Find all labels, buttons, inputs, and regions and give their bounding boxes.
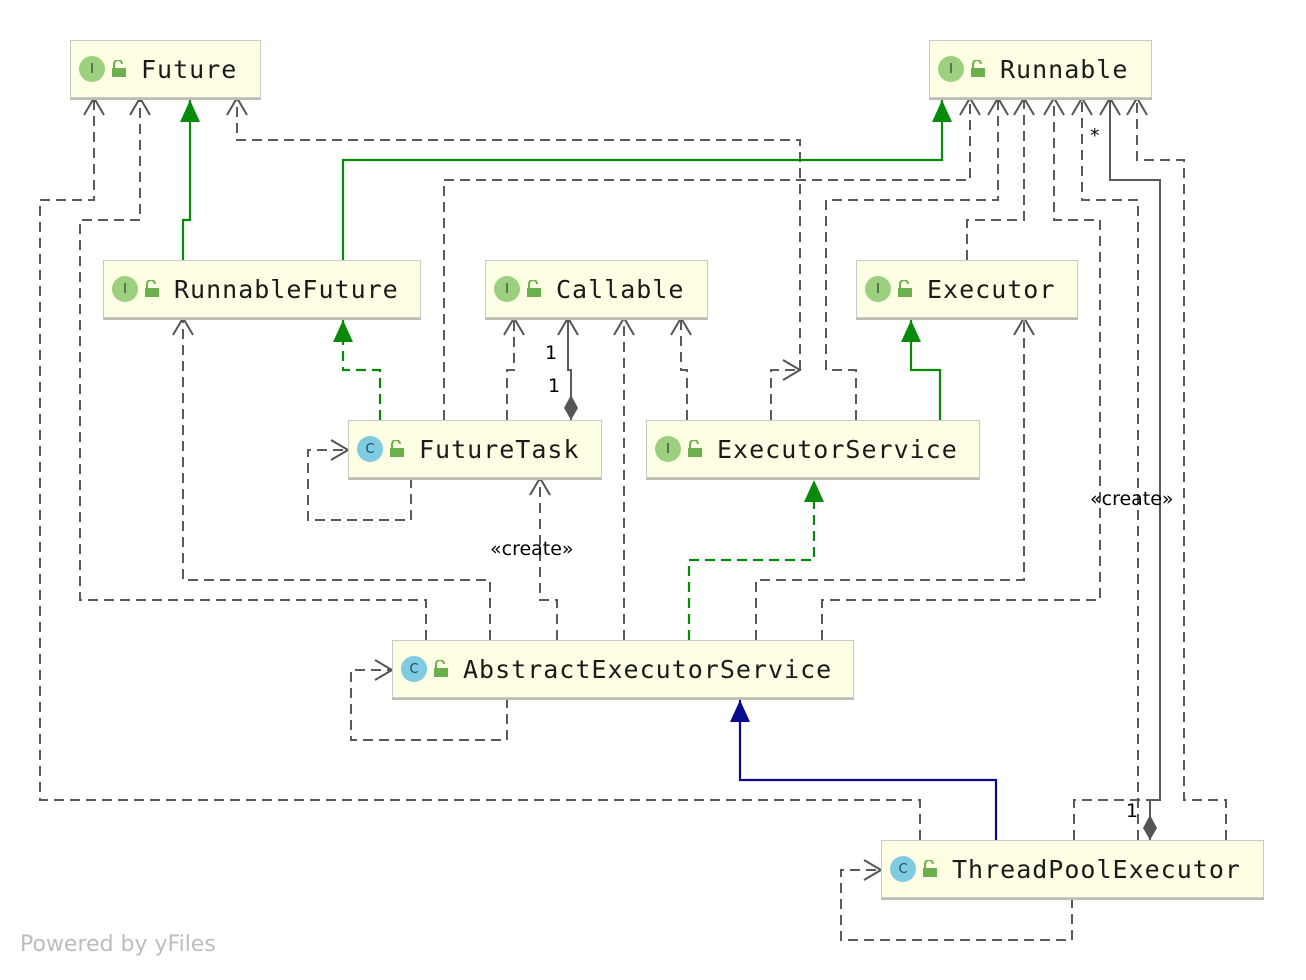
executor-service-node[interactable]: I ExecutorService bbox=[646, 420, 980, 478]
self-tpe bbox=[840, 859, 1073, 941]
node-name: ExecutorService bbox=[717, 434, 958, 464]
multiplicity-label: 1 bbox=[1126, 800, 1139, 822]
comp-ft-callable bbox=[557, 316, 579, 420]
multiplicity-label: 1 bbox=[545, 342, 558, 364]
dep-aes-runnablefuture bbox=[172, 316, 491, 640]
dep-tpe-side bbox=[1073, 799, 1150, 840]
node-name: AbstractExecutorService bbox=[463, 654, 833, 684]
impl-ft-runnablefuture bbox=[333, 320, 382, 420]
create-stereotype-label: «create» bbox=[1090, 488, 1174, 510]
dep-tpe-future bbox=[39, 96, 921, 840]
ext-runnablefuture-runnable bbox=[341, 100, 952, 260]
watermark: Powered by yFiles bbox=[20, 932, 216, 957]
node-name: Callable bbox=[556, 274, 685, 304]
public-lock-icon bbox=[434, 660, 448, 677]
impl-aes-executorservice bbox=[687, 480, 824, 640]
node-name: FutureTask bbox=[419, 434, 580, 464]
dep-es-runnable bbox=[825, 96, 1009, 420]
abstract-class-icon: C bbox=[401, 656, 427, 682]
public-lock-icon bbox=[688, 440, 702, 457]
node-name: Runnable bbox=[1000, 54, 1129, 84]
class-icon: C bbox=[357, 436, 383, 462]
dep-ft-runnable bbox=[443, 96, 981, 420]
dep-aes-futuretask bbox=[529, 476, 558, 640]
node-name: Executor bbox=[927, 274, 1056, 304]
self-aes bbox=[350, 659, 508, 741]
interface-icon: I bbox=[655, 436, 681, 462]
dep-aes-future bbox=[79, 96, 427, 640]
dep-tpe-runnable-b bbox=[1126, 96, 1227, 840]
dep-es-executor-via bbox=[770, 359, 802, 420]
interface-icon: I bbox=[938, 56, 964, 82]
interface-icon: I bbox=[79, 56, 105, 82]
runnable-future-node[interactable]: I RunnableFuture bbox=[103, 260, 421, 318]
dep-tpe-runnable-a bbox=[1071, 96, 1139, 840]
class-icon: C bbox=[890, 856, 916, 882]
future-node[interactable]: I Future bbox=[70, 40, 261, 98]
public-lock-icon bbox=[923, 860, 937, 877]
callable-node[interactable]: I Callable bbox=[485, 260, 708, 318]
interface-icon: I bbox=[494, 276, 520, 302]
public-lock-icon bbox=[112, 60, 126, 77]
multiplicity-label: 1 bbox=[548, 375, 561, 397]
dep-es-future bbox=[226, 96, 801, 370]
multiplicity-label: * bbox=[1090, 125, 1100, 147]
node-name: RunnableFuture bbox=[174, 274, 399, 304]
public-lock-icon bbox=[971, 60, 985, 77]
dep-aes-runnable bbox=[821, 96, 1101, 640]
future-task-node[interactable]: C FutureTask bbox=[348, 420, 602, 478]
public-lock-icon bbox=[145, 280, 159, 297]
public-lock-icon bbox=[527, 280, 541, 297]
ext-executorservice-executor bbox=[901, 320, 942, 420]
dep-executor-runnable bbox=[966, 96, 1035, 260]
public-lock-icon bbox=[898, 280, 912, 297]
abstract-executor-service-node[interactable]: C AbstractExecutorService bbox=[392, 640, 854, 698]
interface-icon: I bbox=[865, 276, 891, 302]
ext-tpe-aes bbox=[730, 700, 998, 840]
create-stereotype-label: «create» bbox=[490, 538, 574, 560]
runnable-node[interactable]: I Runnable bbox=[929, 40, 1152, 98]
node-name: Future bbox=[141, 54, 238, 84]
dep-es-callable bbox=[670, 316, 692, 420]
dep-aes-executor bbox=[755, 316, 1035, 640]
thread-pool-executor-node[interactable]: C ThreadPoolExecutor bbox=[881, 840, 1264, 898]
dep-ft-callable bbox=[503, 316, 525, 420]
comp-tpe-runnable bbox=[1099, 96, 1161, 840]
executor-node[interactable]: I Executor bbox=[856, 260, 1078, 318]
interface-icon: I bbox=[112, 276, 138, 302]
public-lock-icon bbox=[390, 440, 404, 457]
self-futuretask bbox=[307, 439, 412, 521]
ext-runnablefuture-future bbox=[180, 100, 200, 260]
node-name: ThreadPoolExecutor bbox=[952, 854, 1241, 884]
